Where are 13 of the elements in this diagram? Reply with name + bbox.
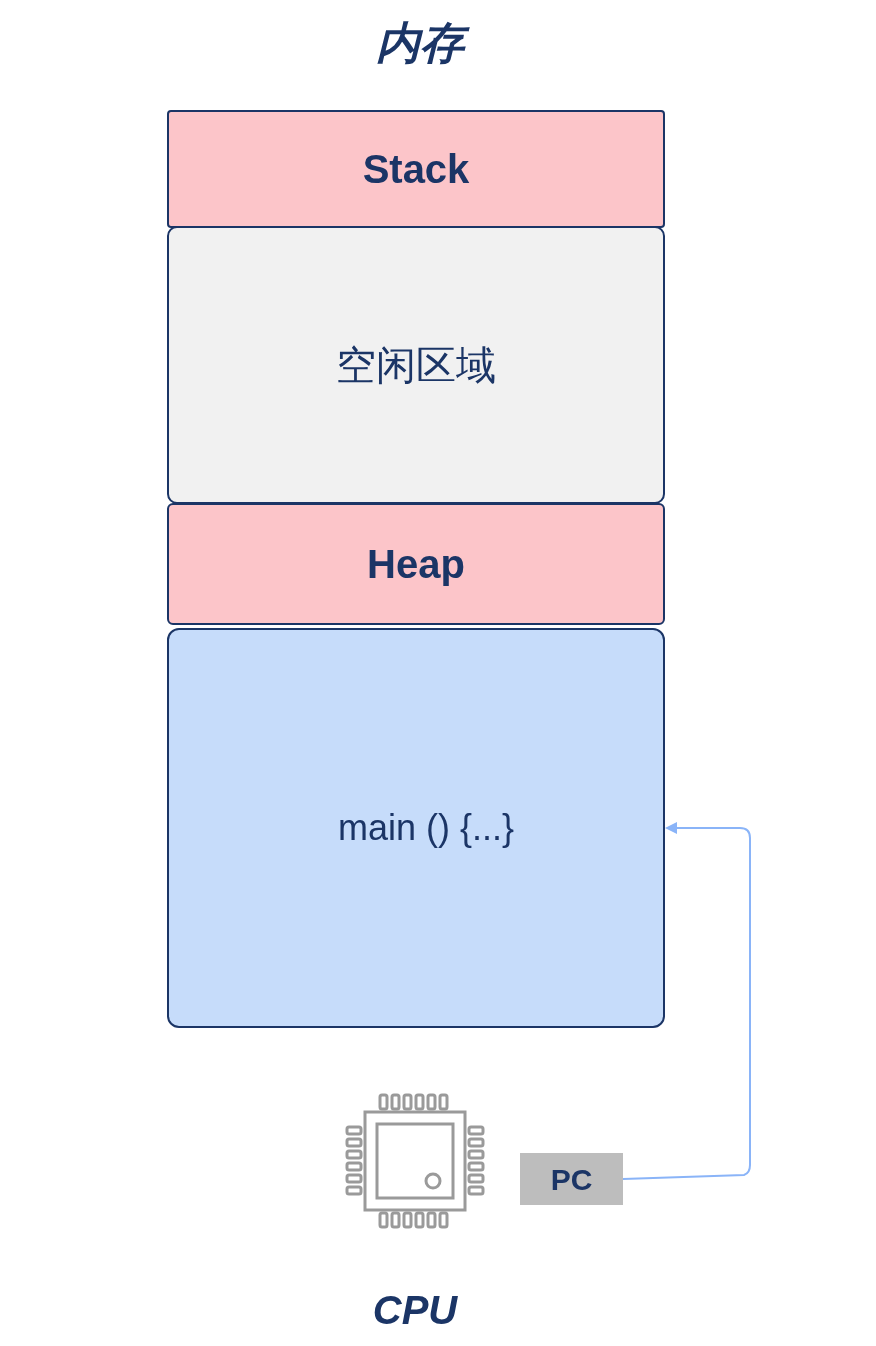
cpu-label: CPU [371, 1287, 459, 1334]
node-label: 空闲区域 [336, 341, 496, 390]
diagram-title: 内存 [330, 10, 510, 76]
free-area-segment [167, 226, 665, 504]
arrow [622, 822, 751, 1180]
node-label: Heap [367, 541, 465, 588]
heap-segment [167, 503, 665, 625]
register-box [520, 1153, 623, 1205]
node-label: Stack [362, 146, 470, 193]
code-segment [167, 628, 665, 1028]
stack-segment [167, 110, 665, 228]
node-label: PC [550, 1161, 593, 1198]
node-label: main () {...} [336, 806, 515, 850]
